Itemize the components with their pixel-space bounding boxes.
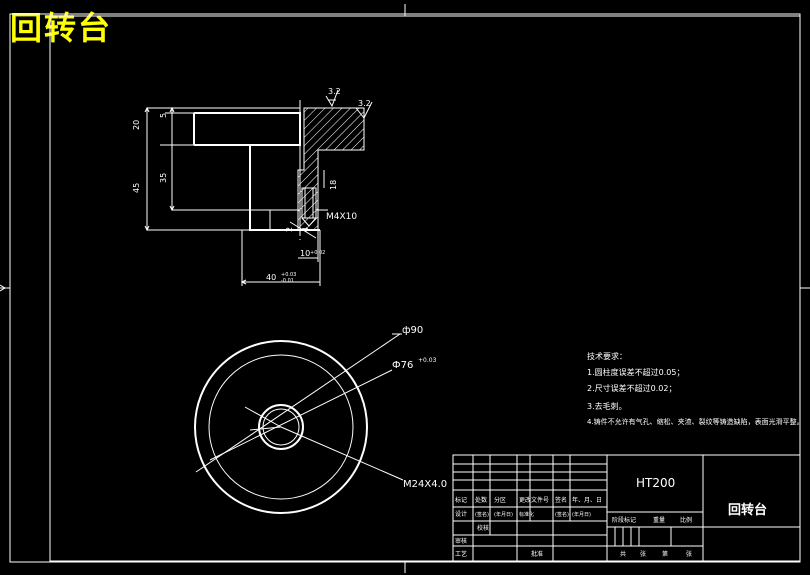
dim-40-upper-tol: +0.03: [281, 272, 296, 278]
tb-standard-sign: (签名): [555, 511, 569, 518]
dim-18: 18: [329, 180, 338, 190]
dim-2: 2: [285, 227, 294, 232]
tb-standard: 标准化: [519, 511, 534, 518]
dim-20: 20: [132, 120, 141, 130]
dim-45: 45: [132, 183, 141, 193]
tb-scale: 比例: [680, 516, 692, 524]
dim-10: 10: [300, 249, 310, 258]
tb-header-sign: 签名: [555, 496, 567, 504]
thread-callout: M4X10: [326, 212, 357, 222]
tb-sheets-total: 共: [620, 550, 626, 558]
dim-35: 35: [159, 173, 168, 183]
tb-part-name: 回转台: [728, 502, 767, 518]
dim-10-tol: +0.02: [310, 250, 325, 256]
tb-stage: 阶段标记: [612, 516, 636, 524]
tb-sheets-unit1: 张: [640, 550, 646, 558]
tb-header-zone: 分区: [494, 496, 506, 504]
note-3: 3.去毛刺。: [587, 401, 627, 411]
tb-header-mark: 标记: [455, 496, 467, 504]
title-block: 标记 处数 分区 更改文件号 签名 年、月、日 设计 (签名) (年月日) 标准…: [452, 454, 801, 562]
dim-d90: ф90: [402, 325, 423, 336]
tb-craft: 工艺: [455, 550, 467, 558]
dim-5: 5: [159, 113, 168, 118]
tb-approve: 批准: [531, 550, 543, 558]
tb-sheets-unit2: 张: [686, 550, 692, 558]
dim-d76-tol: +0.03: [418, 357, 437, 364]
tb-sheets-no: 第: [662, 550, 668, 558]
tech-notes: 技术要求： 1.圆柱度误差不超过0.05； 2.尺寸误差不超过0.02； 3.去…: [587, 351, 804, 426]
top-view: ф90 Ф76 +0.03 M24X4.0: [194, 325, 447, 514]
tb-weight: 重量: [653, 516, 665, 524]
dim-40-lower-tol: -0.01: [281, 278, 294, 284]
tb-header-docno: 更改文件号: [519, 496, 549, 504]
note-4: 4.铸件不允许有气孔、缩松、夹渣、裂纹等铸造缺陷，表面光滑平整。: [587, 417, 804, 426]
tb-standard-date: (年月日): [572, 511, 591, 518]
tb-material: HT200: [636, 476, 675, 490]
tb-design-sign: (签名): [475, 511, 489, 518]
note-1: 1.圆柱度误差不超过0.05；: [587, 367, 684, 377]
roughness-2-value: 3.2: [358, 99, 371, 108]
roughness-symbol-2: 3.2: [355, 99, 373, 119]
notes-heading: 技术要求：: [587, 351, 627, 361]
dim-d76: Ф76: [392, 360, 413, 371]
tb-header-date: 年、月、日: [572, 496, 602, 504]
dim-40: 40: [266, 273, 276, 282]
tb-header-count: 处数: [475, 496, 487, 504]
drawing-overlay-title: 回转台: [10, 9, 113, 47]
note-2: 2.尺寸误差不超过0.02；: [587, 383, 676, 393]
tb-design-date: (年月日): [494, 511, 513, 518]
dim-4: 4: [301, 227, 310, 232]
tb-check: 校核: [477, 524, 489, 532]
thread-m24: M24X4.0: [403, 479, 447, 490]
roughness-1-value: 3.2: [328, 87, 341, 96]
roughness-symbol-1: 3.2: [325, 87, 341, 108]
tb-design: 设计: [455, 510, 467, 518]
section-view: 20 5 45 35 40 +0.03 -0.01 10 +0.02 M4X10…: [132, 87, 373, 286]
tb-review: 审核: [455, 537, 467, 545]
drawing-frame: [0, 4, 810, 573]
